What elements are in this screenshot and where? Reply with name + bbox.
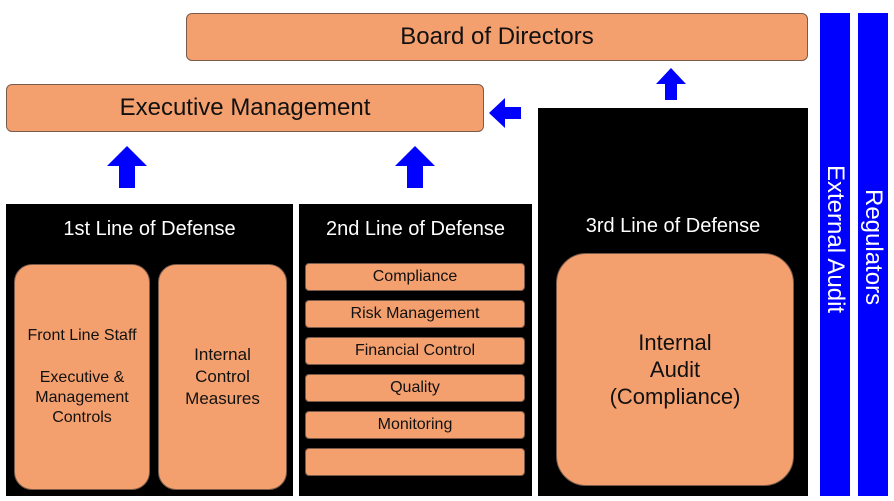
arrow-up-icon-board [656, 68, 686, 100]
front-line-staff-label: Front Line Staff [27, 327, 137, 344]
first-line-title: 1st Line of Defense [63, 218, 236, 240]
arrow-up-icon-second-line [395, 146, 435, 188]
executive-management-controls-line1: Executive & [39, 369, 125, 386]
compliance-label: Compliance [372, 268, 458, 285]
regulators-label: Regulators [860, 189, 887, 306]
executive-management-box: Executive Management [6, 84, 484, 132]
internal-control-line3: Measures [185, 389, 260, 408]
financial-control-label: Financial Control [354, 342, 476, 359]
financial-control-item: Financial Control [305, 337, 525, 365]
external-audit-bar: External Audit [820, 13, 850, 496]
regulators-bar: Regulators [858, 13, 888, 496]
external-audit-label: External Audit [822, 165, 849, 314]
internal-audit-line3: (Compliance) [609, 384, 741, 409]
empty-item [305, 448, 525, 476]
second-line-panel: 2nd Line of Defense Compliance Risk Mana… [299, 204, 532, 496]
internal-audit-line1: Internal [638, 330, 712, 355]
first-line-panel: 1st Line of Defense Front Line Staff Exe… [6, 204, 293, 496]
monitoring-label: Monitoring [377, 416, 453, 433]
third-line-title: 3rd Line of Defense [585, 215, 761, 237]
internal-control-measures-box: Internal Control Measures [158, 264, 287, 490]
quality-label: Quality [390, 379, 440, 396]
front-line-staff-box: Front Line Staff Executive & Management … [14, 264, 150, 490]
executive-label: Executive Management [119, 94, 371, 121]
arrow-left-icon-executive [489, 98, 521, 128]
internal-control-line2: Control [195, 367, 250, 386]
internal-audit-box: Internal Audit (Compliance) [556, 253, 794, 486]
arrow-up-icon-first-line [107, 146, 147, 188]
executive-management-controls-line3: Controls [52, 409, 112, 426]
risk-management-label: Risk Management [350, 305, 480, 322]
executive-management-controls-line2: Management [35, 389, 129, 406]
third-line-panel: 3rd Line of Defense Internal Audit (Comp… [538, 108, 808, 496]
internal-control-line1: Internal [194, 345, 251, 364]
quality-item: Quality [305, 374, 525, 402]
second-line-title: 2nd Line of Defense [325, 218, 506, 240]
compliance-item: Compliance [305, 263, 525, 291]
board-label: Board of Directors [400, 23, 594, 50]
monitoring-item: Monitoring [305, 411, 525, 439]
board-of-directors-box: Board of Directors [186, 13, 808, 61]
internal-audit-line2: Audit [649, 357, 701, 382]
risk-management-item: Risk Management [305, 300, 525, 328]
